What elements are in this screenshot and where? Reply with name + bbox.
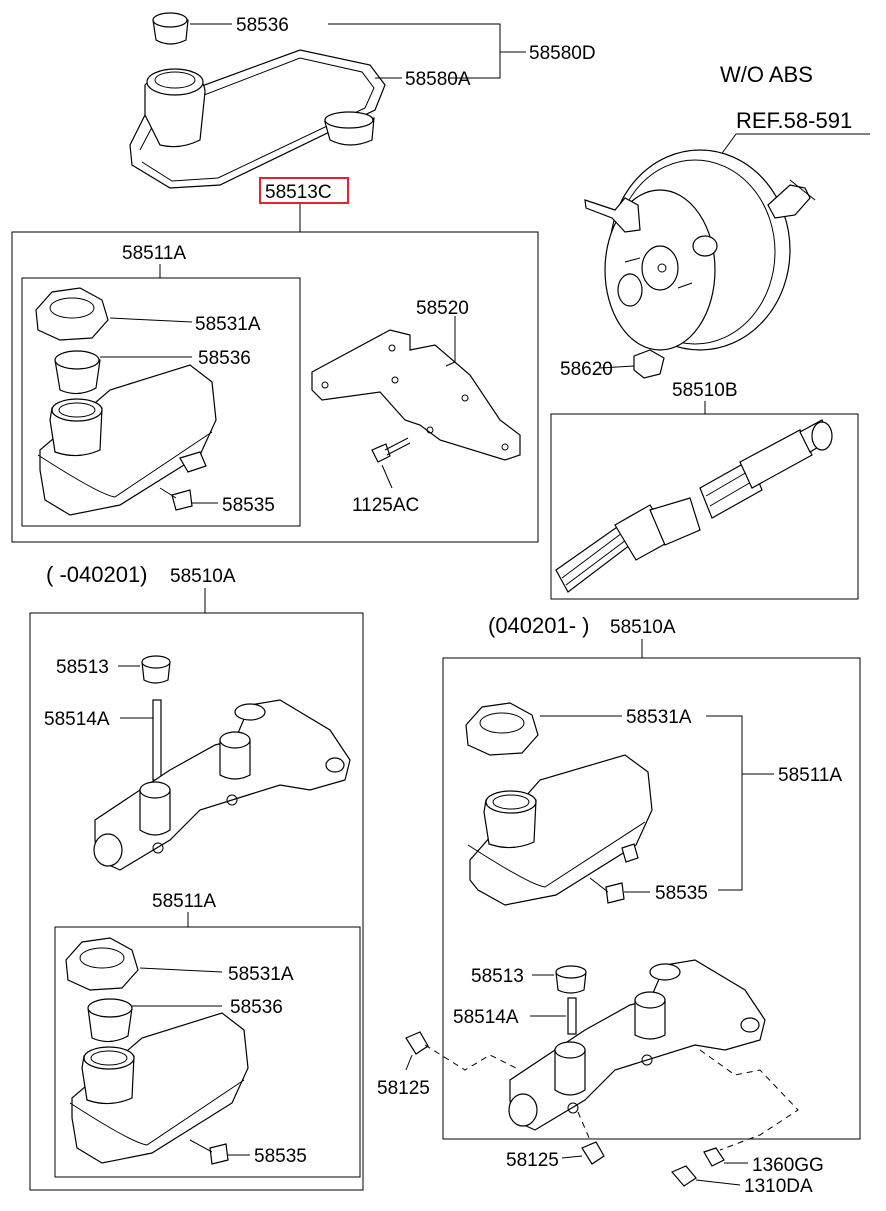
label-right-bleeder1: 58125: [377, 1078, 430, 1099]
left-master-cylinder-drawing: [93, 655, 351, 871]
label-right-bleeder2: 58125: [506, 1150, 559, 1171]
label-ref: REF.58-591: [736, 108, 852, 133]
label-piston-kit: 58510B: [672, 380, 738, 401]
piston-kit-drawing: [555, 419, 833, 593]
right-assembly-box: [442, 657, 861, 1140]
right-reservoir-drawing: [465, 702, 653, 906]
label-kit-bolt: 1125AC: [352, 495, 419, 516]
label-left-period: ( -040201): [46, 562, 148, 587]
booster-part-58620-drawing: [633, 349, 665, 379]
label-highlighted-part[interactable]: 58513C: [265, 182, 332, 203]
label-top-cap: 58536: [236, 15, 289, 36]
label-left-assy: 58510A: [170, 566, 236, 587]
highlight-box: [259, 177, 349, 204]
right-master-cylinder-drawing: [405, 959, 766, 1187]
label-booster-part: 58620: [560, 359, 613, 380]
label-wo-abs: W/O ABS: [720, 62, 813, 87]
label-kit-bracket: 58520: [416, 298, 469, 319]
label-washer: 1360GG: [752, 1155, 824, 1176]
label-right-pin2: 58514A: [453, 1007, 519, 1028]
label-kit-seal: 58536: [198, 348, 251, 369]
kit-bracket-drawing: [311, 329, 521, 463]
label-right-reservoir: 58511A: [778, 765, 842, 786]
label-left-sub-pin: 58535: [254, 1146, 307, 1167]
label-left-grommet: 58513: [56, 657, 109, 678]
label-kit-pin: 58535: [222, 495, 275, 516]
left-sub-box: [54, 926, 361, 1178]
kit-box: [11, 231, 539, 543]
label-top-assy: 58580D: [529, 43, 596, 64]
label-nut: 1310DA: [744, 1176, 813, 1197]
booster-drawing: [584, 149, 816, 351]
label-left-sub-reservoir: 58511A: [152, 891, 216, 912]
top-reservoir-drawing: [129, 12, 386, 189]
label-right-grommet: 58513: [471, 966, 524, 987]
label-right-pin: 58535: [655, 883, 708, 904]
label-top-reservoir: 58580A: [405, 69, 471, 90]
left-assembly-box: [29, 612, 364, 1191]
label-left-sub-cap: 58531A: [228, 964, 294, 985]
label-kit-cap: 58531A: [195, 314, 261, 335]
kit-reservoir-drawing: [35, 287, 217, 516]
label-kit-reservoir: 58511A: [122, 243, 186, 264]
label-right-period: (040201- ): [488, 613, 590, 638]
label-right-cap: 58531A: [626, 707, 692, 728]
label-left-sub-seal: 58536: [230, 997, 283, 1018]
label-left-pin: 58514A: [44, 709, 110, 730]
left-sub-reservoir-drawing: [65, 937, 249, 1165]
piston-kit-box: [550, 413, 859, 600]
label-right-assy: 58510A: [610, 617, 676, 638]
kit-inner-box: [21, 277, 301, 527]
